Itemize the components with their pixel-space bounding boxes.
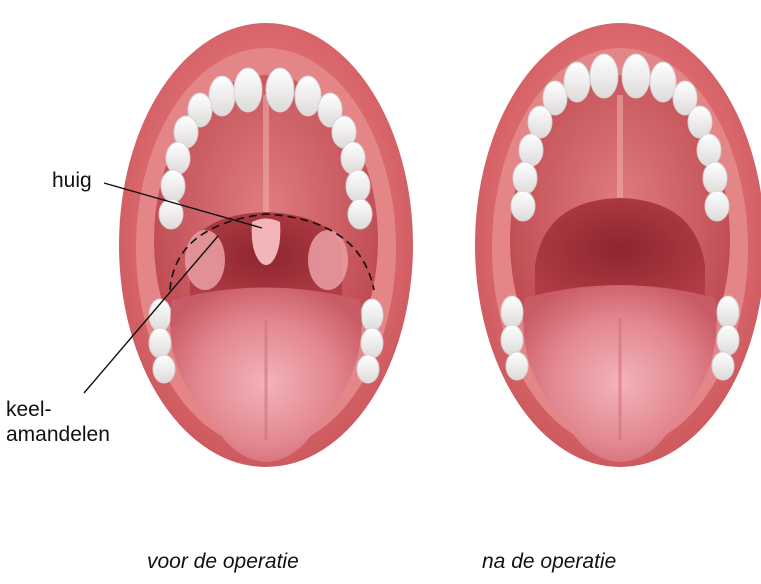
caption-after: na de operatie xyxy=(482,550,616,574)
tonsils-label-line2: amandelen xyxy=(6,424,110,446)
tonsils-label-line1: keel- xyxy=(6,399,52,421)
mouth-before xyxy=(119,23,413,467)
tonsil-left xyxy=(185,230,225,290)
caption-before: voor de operatie xyxy=(147,550,299,574)
tonsil-right xyxy=(308,230,348,290)
uvula-label: huig xyxy=(52,170,92,192)
mouth-after xyxy=(475,23,761,467)
